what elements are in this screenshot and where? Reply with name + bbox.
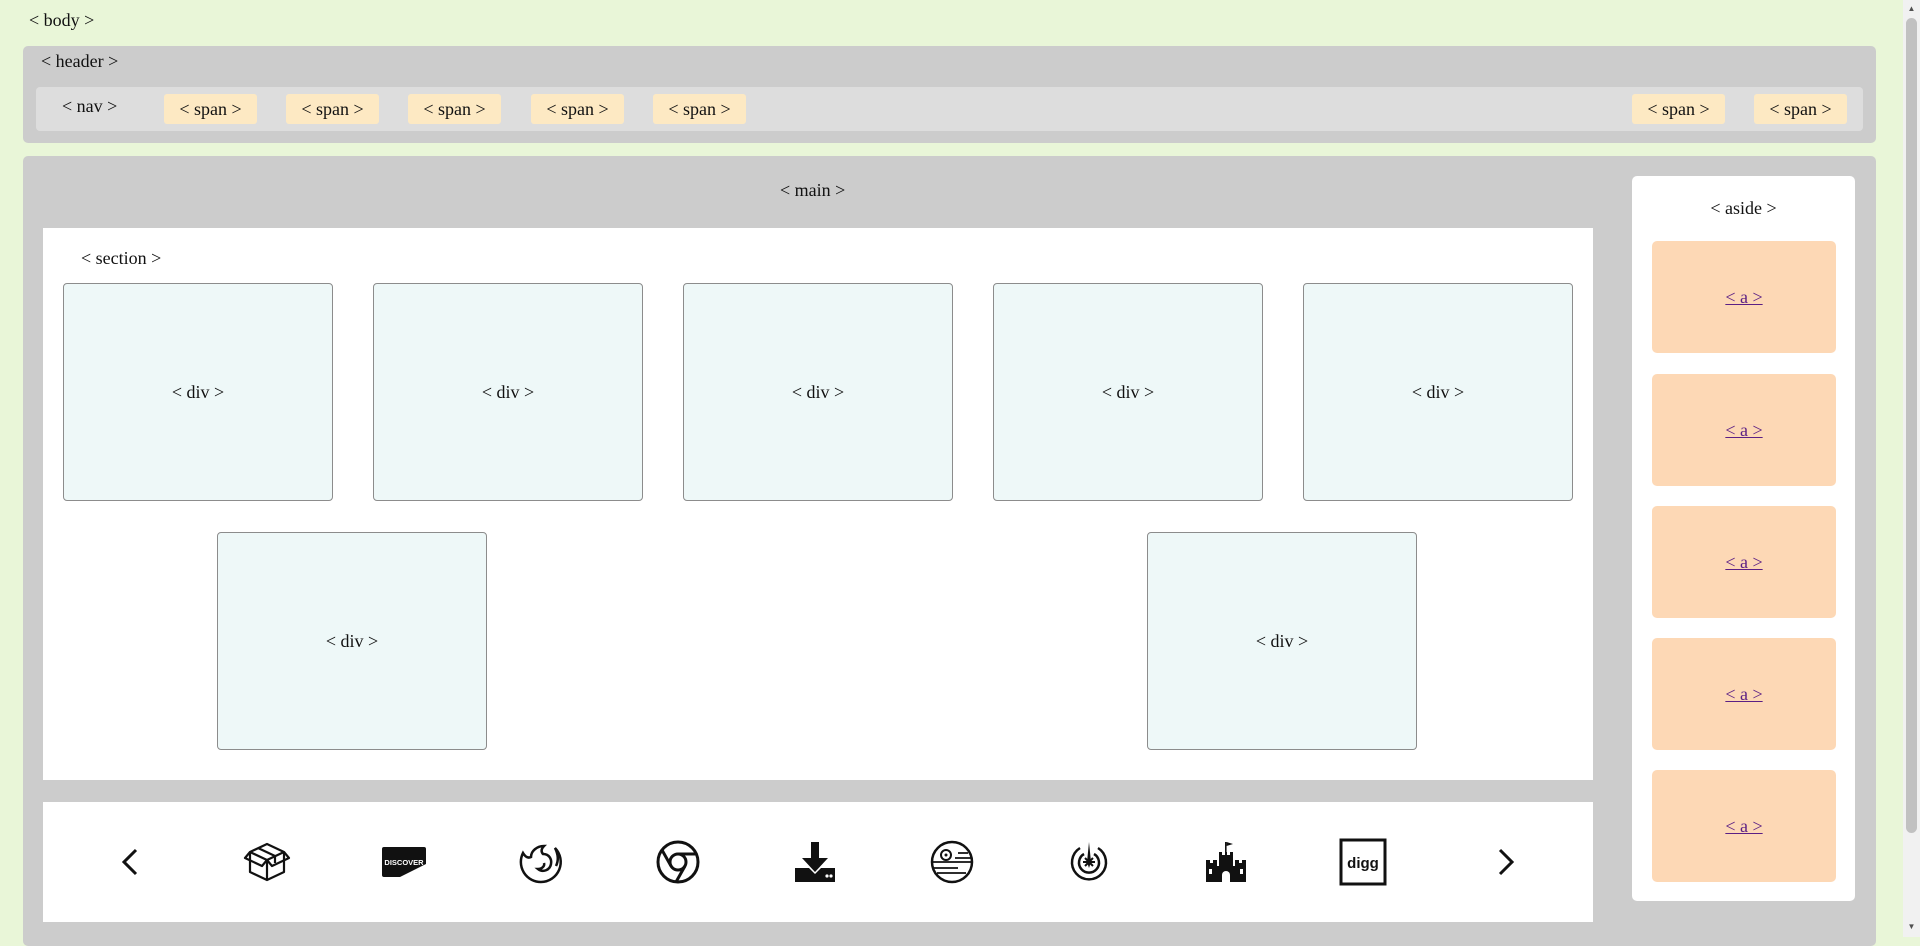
nav-span-5[interactable]: < span >: [653, 94, 746, 124]
scroll-up-arrow-icon[interactable]: ▲: [1907, 4, 1916, 13]
aside-link-card-5: < a >: [1652, 770, 1836, 882]
nav-span-2[interactable]: < span >: [286, 94, 379, 124]
aside-link-2[interactable]: < a >: [1725, 419, 1763, 440]
section-card-5: < div >: [1303, 283, 1573, 501]
svg-text:DISCOVER: DISCOVER: [384, 858, 424, 867]
aside-link-4[interactable]: < a >: [1725, 683, 1763, 704]
carousel-prev-button[interactable]: [105, 836, 157, 888]
castle-icon[interactable]: [1200, 836, 1252, 888]
section-label: < section >: [81, 248, 162, 268]
aside-link-card-1: < a >: [1652, 241, 1836, 353]
section: < section > < div > < div > < div > < di…: [43, 228, 1593, 780]
aside-link-1[interactable]: < a >: [1725, 286, 1763, 307]
main: < main > < section > < div > < div > < d…: [23, 156, 1876, 946]
jedi-order-icon[interactable]: [1063, 836, 1115, 888]
section-card-4: < div >: [993, 283, 1263, 501]
discover-card-icon[interactable]: DISCOVER: [378, 836, 430, 888]
nav-span-4[interactable]: < span >: [531, 94, 624, 124]
box-icon[interactable]: [241, 836, 293, 888]
section-card-2: < div >: [373, 283, 643, 501]
section-card-7: < div >: [1147, 532, 1417, 750]
nav-span-3[interactable]: < span >: [408, 94, 501, 124]
main-label: < main >: [780, 180, 846, 200]
aside-link-card-3: < a >: [1652, 506, 1836, 618]
nav-span-7[interactable]: < span >: [1754, 94, 1847, 124]
nav-label: < nav >: [62, 96, 118, 116]
nav-span-6[interactable]: < span >: [1632, 94, 1725, 124]
section-card-6: < div >: [217, 532, 487, 750]
death-star-icon[interactable]: [926, 836, 978, 888]
carousel-next-button[interactable]: [1479, 836, 1531, 888]
scroll-down-arrow-icon[interactable]: ▼: [1907, 922, 1916, 931]
section-card-1: < div >: [63, 283, 333, 501]
aside-label: < aside >: [1710, 198, 1777, 218]
chrome-icon[interactable]: [652, 836, 704, 888]
aside-link-card-2: < a >: [1652, 374, 1836, 486]
vertical-scrollbar[interactable]: ▲ ▼: [1903, 0, 1920, 937]
body-label: < body >: [29, 10, 95, 30]
chevron-right-icon: [1498, 848, 1515, 876]
scrollbar-thumb[interactable]: [1906, 18, 1917, 833]
firefox-icon[interactable]: [515, 836, 567, 888]
aside-link-3[interactable]: < a >: [1725, 551, 1763, 572]
digg-icon[interactable]: digg: [1337, 836, 1389, 888]
icon-carousel: DISCOVER: [43, 802, 1593, 922]
header: < header > < nav > < span > < span > < s…: [23, 46, 1876, 143]
header-label: < header >: [41, 51, 119, 71]
section-card-3: < div >: [683, 283, 953, 501]
nav-bar: < nav > < span > < span > < span > < spa…: [36, 87, 1863, 131]
aside-link-card-4: < a >: [1652, 638, 1836, 750]
download-icon[interactable]: [789, 836, 841, 888]
aside-link-5[interactable]: < a >: [1725, 815, 1763, 836]
nav-span-1[interactable]: < span >: [164, 94, 257, 124]
aside: < aside > < a > < a > < a > < a > < a >: [1632, 176, 1855, 901]
chevron-left-icon: [121, 848, 138, 876]
svg-text:digg: digg: [1347, 855, 1379, 872]
